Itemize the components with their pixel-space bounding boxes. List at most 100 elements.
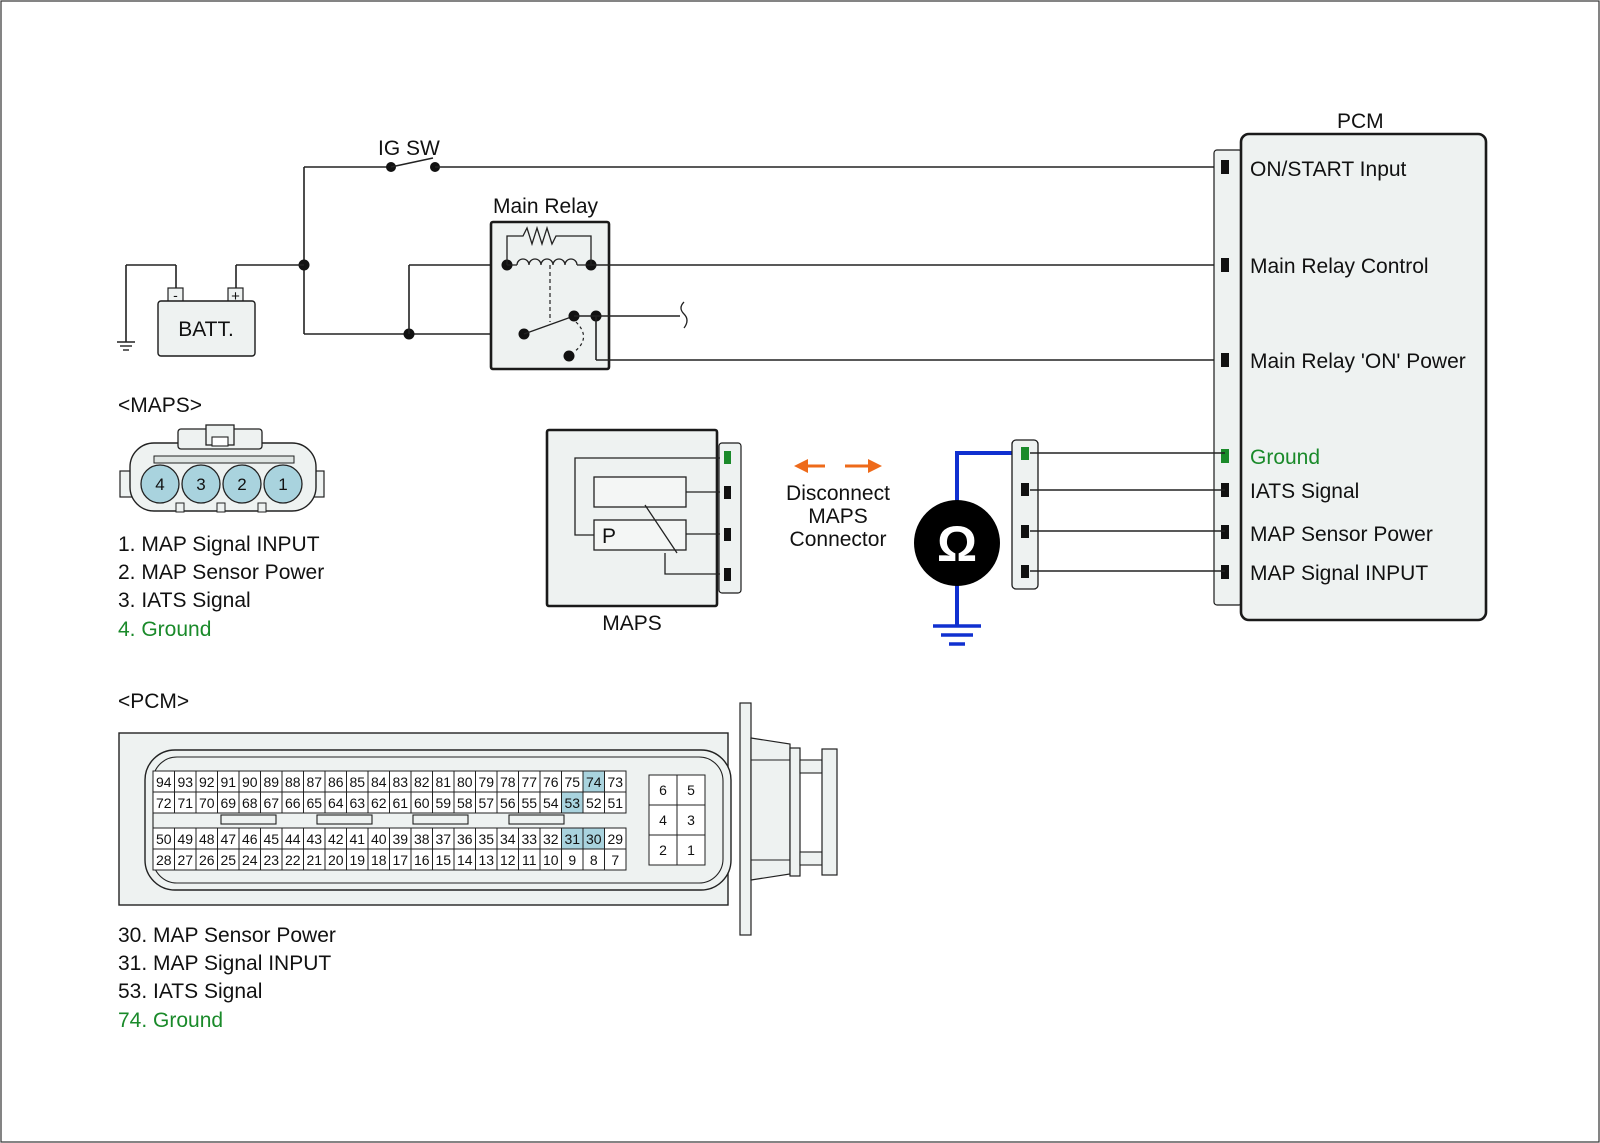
pcm-small-pin-cell (676, 774, 706, 806)
pcm-pin-number: 63 (349, 795, 365, 811)
pcm-pin-number: 34 (500, 831, 516, 847)
pcm-pin-cell (604, 848, 627, 871)
pcm-pin-number: 54 (543, 795, 559, 811)
battery-negative: - (173, 287, 178, 303)
pcm-pin-number: 79 (478, 774, 494, 790)
pcm-pin-number: 47 (220, 831, 236, 847)
pcm-pin-number: 53 (564, 795, 580, 811)
battery-label: BATT. (178, 318, 234, 341)
pcm-header: <PCM> (118, 690, 189, 713)
pcm-pin-number: 13 (478, 852, 494, 868)
pcm-pin-number: 64 (328, 795, 344, 811)
maps-legend: 1. MAP Signal INPUT 2. MAP Sensor Power … (118, 533, 324, 641)
maps-p-label: P (602, 525, 616, 548)
pcm-pin-number: 52 (586, 795, 602, 811)
pcm-pin-number: 26 (199, 852, 215, 868)
pcm-pin-number: 30 (586, 831, 602, 847)
pcm-pin-main-relay-on-power: Main Relay 'ON' Power (1250, 350, 1466, 373)
pcm-legend-2: 31. MAP Signal INPUT (118, 952, 331, 975)
ohmmeter: Ω (914, 451, 1024, 646)
pcm-pin-number: 92 (199, 774, 215, 790)
pcm-pin-number: 28 (156, 852, 172, 868)
main-relay-label: Main Relay (493, 195, 599, 218)
pcm-pin-number: 36 (457, 831, 473, 847)
ohm-icon: Ω (937, 516, 977, 572)
harness-connector (1011, 439, 1225, 590)
pcm-pin-number: 81 (435, 774, 451, 790)
pcm-pin-number: 23 (263, 852, 279, 868)
maps-pin-1: 1 (278, 475, 287, 494)
pcm-pin-number: 85 (349, 774, 365, 790)
pcm-pin-number: 16 (414, 852, 430, 868)
pcm-pin-number: 73 (607, 774, 623, 790)
pcm-pin-number: 89 (263, 774, 279, 790)
pcm-pin-number: 75 (564, 774, 580, 790)
pcm-pin-number: 76 (543, 774, 559, 790)
pcm-pin-number: 74 (586, 774, 602, 790)
pcm-legend-1: 30. MAP Sensor Power (118, 924, 336, 947)
pcm-pin-number: 65 (306, 795, 322, 811)
pcm-pin-number: 82 (414, 774, 430, 790)
pcm-pin-number: 43 (306, 831, 322, 847)
pcm-pin-number: 61 (392, 795, 408, 811)
maps-pin-4: 4 (155, 475, 164, 494)
pcm-pin-number: 10 (543, 852, 559, 868)
maps-body-label: MAPS (602, 612, 662, 635)
maps-legend-3: 3. IATS Signal (118, 589, 251, 612)
main-relay: Main Relay (489, 195, 611, 371)
pcm-small-pin-number: 4 (659, 812, 667, 828)
pcm-pin-number: 91 (220, 774, 236, 790)
pcm-pin-number: 48 (199, 831, 215, 847)
pcm-pin-number: 58 (457, 795, 473, 811)
pcm-pin-number: 90 (242, 774, 258, 790)
pcm-pin-number: 88 (285, 774, 301, 790)
pcm-module: PCM ON/START Input Main Relay Control Ma… (1213, 110, 1488, 622)
pcm-pin-number: 67 (263, 795, 279, 811)
pcm-pin-number: 55 (521, 795, 537, 811)
pcm-pin-number: 62 (371, 795, 387, 811)
pcm-pin-number: 57 (478, 795, 494, 811)
ig-sw-label: IG SW (378, 137, 440, 160)
pcm-small-pin-number: 3 (687, 812, 695, 828)
pcm-pin-number: 15 (435, 852, 451, 868)
pcm-pin-number: 49 (177, 831, 193, 847)
pcm-pin-cell (604, 791, 627, 814)
pcm-pin-number: 84 (371, 774, 387, 790)
pcm-pin-map-signal-input: MAP Signal INPUT (1250, 562, 1428, 585)
disconnect-line-3: Connector (790, 528, 887, 551)
pcm-title: PCM (1337, 110, 1384, 133)
pcm-pin-number: 80 (457, 774, 473, 790)
pcm-pin-iats-signal: IATS Signal (1250, 480, 1359, 503)
pcm-pin-number: 50 (156, 831, 172, 847)
battery-positive: + (231, 288, 240, 305)
pcm-pin-number: 41 (349, 831, 365, 847)
pcm-small-pin-number: 1 (687, 842, 695, 858)
maps-header: <MAPS> (118, 394, 202, 417)
maps-legend-2: 2. MAP Sensor Power (118, 561, 324, 584)
pcm-pin-number: 46 (242, 831, 258, 847)
pcm-legend-4: 74. Ground (118, 1009, 223, 1032)
pcm-pin-number: 56 (500, 795, 516, 811)
pcm-pin-number: 31 (564, 831, 580, 847)
pcm-pin-number: 35 (478, 831, 494, 847)
pcm-pin-number: 44 (285, 831, 301, 847)
pcm-pin-number: 20 (328, 852, 344, 868)
maps-pin-2: 2 (237, 475, 246, 494)
pcm-small-pin-number: 6 (659, 782, 667, 798)
maps-sensor: P MAPS (545, 428, 742, 635)
pcm-pin-number: 70 (199, 795, 215, 811)
pcm-small-pin-cell (648, 834, 678, 866)
pcm-pin-number: 59 (435, 795, 451, 811)
pcm-pin-number: 25 (220, 852, 236, 868)
pcm-pin-number: 32 (543, 831, 559, 847)
pcm-small-pin-number: 2 (659, 842, 667, 858)
pcm-pin-number: 27 (177, 852, 193, 868)
pcm-pin-number: 83 (392, 774, 408, 790)
pcm-pin-number: 39 (392, 831, 408, 847)
pcm-pin-number: 60 (414, 795, 430, 811)
